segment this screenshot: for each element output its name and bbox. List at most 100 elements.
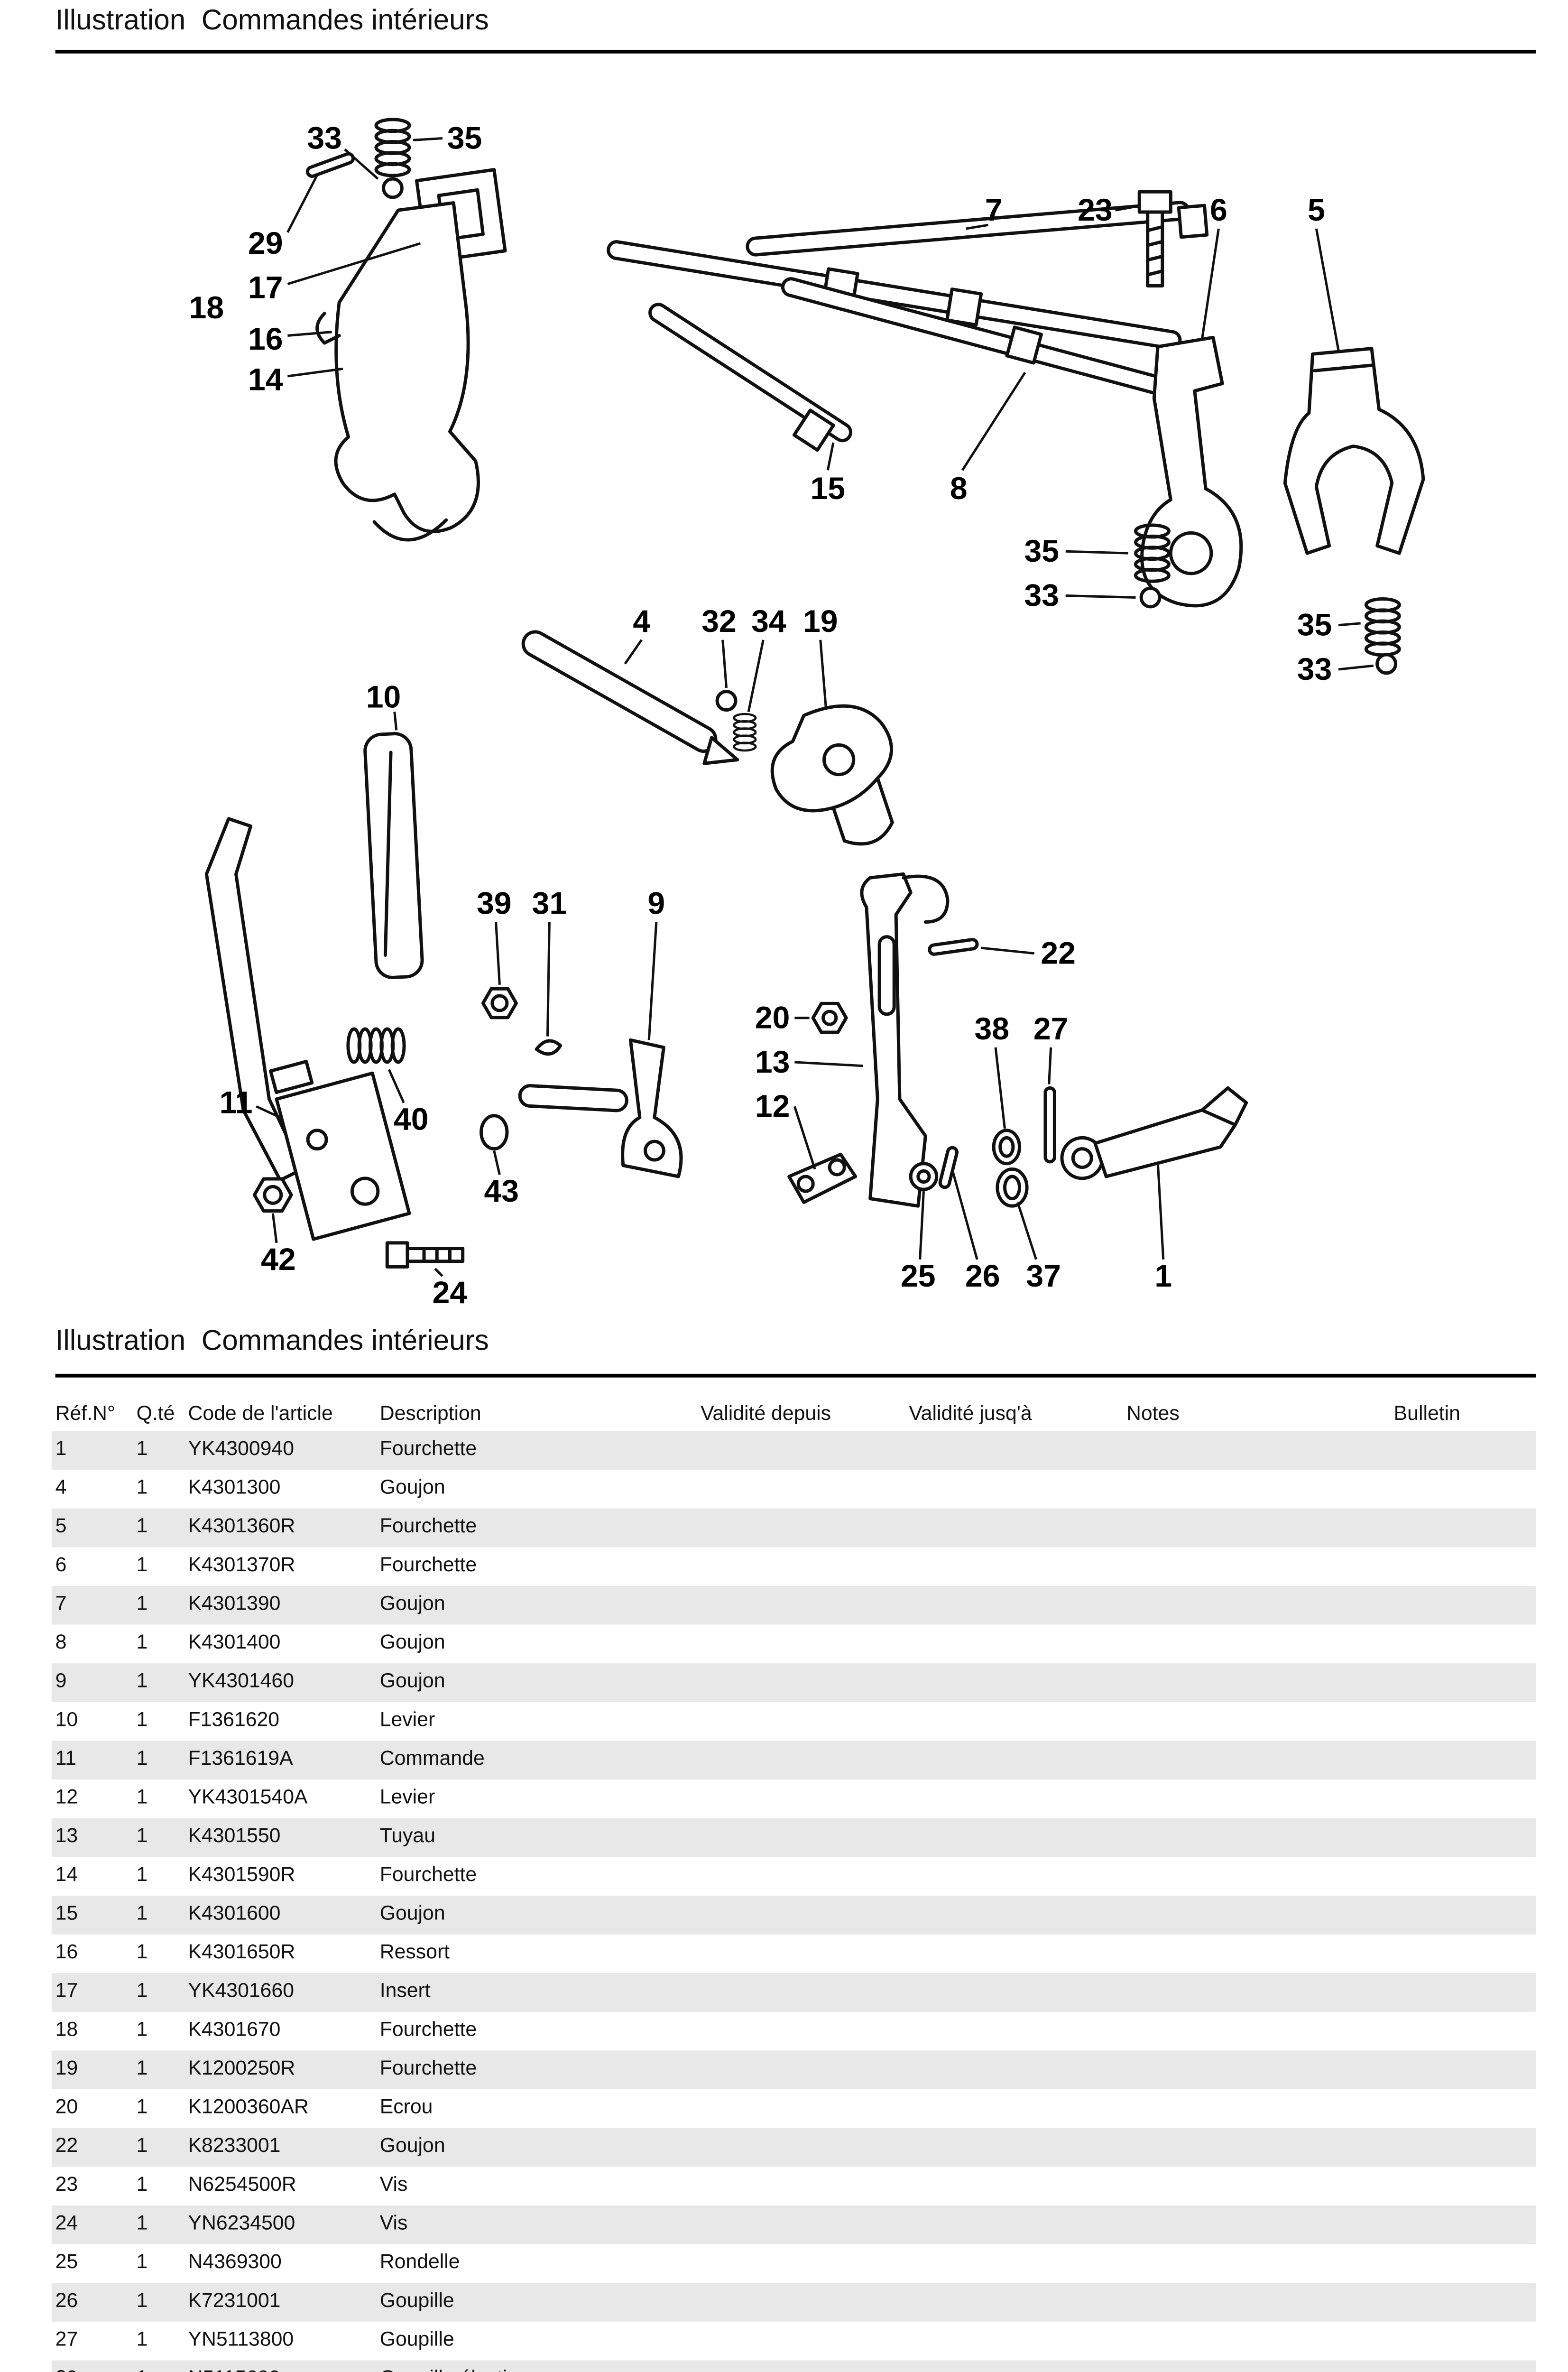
callout-line-32 xyxy=(721,639,728,688)
column-header-0: Réf.N° xyxy=(55,1403,116,1426)
fork-6-drawing xyxy=(1140,335,1243,608)
cell-qty: 1 xyxy=(136,2135,148,2158)
callout-line-29 xyxy=(286,175,318,233)
callout-line-12 xyxy=(793,1106,816,1170)
cell-to xyxy=(905,2360,1123,2368)
callout-26: 26 xyxy=(965,1259,1000,1294)
cell-desc: Commande xyxy=(379,1748,485,1770)
fork-19-drawing xyxy=(770,704,894,846)
cell-bulletin xyxy=(1390,1431,1536,1438)
cell-to xyxy=(905,1509,1123,1516)
callout-line-35 xyxy=(413,137,443,141)
cell-ref: 13 xyxy=(55,1825,78,1848)
cell-from xyxy=(697,2360,905,2368)
nut-42-drawing xyxy=(252,1177,293,1213)
table-row-29[interactable]: 291N5115600Goupille élastique xyxy=(51,2360,1536,2372)
cell-notes xyxy=(1123,2128,1390,2136)
cell-code: K4301300 xyxy=(188,1477,281,1500)
cell-code: YK4301660 xyxy=(188,1980,294,2003)
cell-bulletin xyxy=(1390,2012,1536,2020)
callout-line-26 xyxy=(952,1172,978,1260)
callout-39: 39 xyxy=(477,886,512,921)
column-header-1: Q.té xyxy=(136,1403,175,1426)
cell-to xyxy=(905,1625,1123,1632)
cell-desc: Vis xyxy=(379,2213,408,2235)
cell-notes xyxy=(1123,2050,1390,2058)
cell-ref: 29 xyxy=(52,2360,133,2372)
ring-43-drawing xyxy=(480,1114,509,1151)
callout-line-19 xyxy=(819,639,827,708)
cell-to xyxy=(905,1663,1123,1671)
cell-code: N4369300 xyxy=(188,2252,282,2274)
cell-bulletin xyxy=(1390,2244,1536,2252)
cell-from xyxy=(697,2012,905,2020)
cell-ref: 18 xyxy=(55,2019,78,2042)
column-header-7: Bulletin xyxy=(1393,1403,1460,1426)
callout-20: 20 xyxy=(755,1001,790,1036)
top-divider xyxy=(55,49,1536,54)
cell-code: K4301670 xyxy=(188,2019,281,2042)
callout-line-14 xyxy=(287,367,343,378)
cell-notes xyxy=(1123,2283,1390,2290)
cell-code: K4301360R xyxy=(188,1516,295,1538)
cell-bulletin xyxy=(1390,1973,1536,1981)
spring-16-drawing xyxy=(315,312,341,345)
cell-qty: 1 xyxy=(136,1787,148,1809)
cell-ref: 26 xyxy=(55,2290,78,2313)
callout-43: 43 xyxy=(484,1174,519,1209)
cell-ref: 19 xyxy=(55,2058,78,2080)
callout-17: 17 xyxy=(248,270,283,305)
cell-ref: 11 xyxy=(55,1748,77,1770)
cell-qty: 1 xyxy=(136,1903,148,1926)
cell-bulletin xyxy=(1390,2322,1536,2329)
callout-31: 31 xyxy=(532,886,567,921)
column-header-6: Notes xyxy=(1126,1403,1180,1426)
callout-29: 29 xyxy=(248,226,283,261)
callout-line-33 xyxy=(344,148,379,180)
cell-qty: 1 xyxy=(136,2174,148,2196)
page-title: Illustration Commandes intérieurs xyxy=(55,5,489,37)
column-header-3: Description xyxy=(379,1403,481,1426)
cell-code: YK4301460 xyxy=(188,1670,294,1693)
cell-to xyxy=(905,1431,1123,1438)
goujon-9-drawing xyxy=(518,1038,683,1178)
callout-35: 35 xyxy=(1297,608,1332,643)
cell-ref: 27 xyxy=(55,2329,78,2352)
cell-to xyxy=(905,1741,1123,1748)
cell-notes xyxy=(1123,1663,1390,1671)
cell-to xyxy=(905,2012,1123,2020)
cell-from xyxy=(697,1973,905,1981)
cell-qty: 1 xyxy=(136,2290,148,2313)
cell-from xyxy=(697,1663,905,1671)
cell-bulletin xyxy=(1390,2089,1536,2097)
cell-to xyxy=(905,1586,1123,1594)
cell-qty: 1 xyxy=(136,1864,148,1887)
callout-line-9 xyxy=(647,922,658,1040)
cell-notes xyxy=(1123,1741,1390,1748)
